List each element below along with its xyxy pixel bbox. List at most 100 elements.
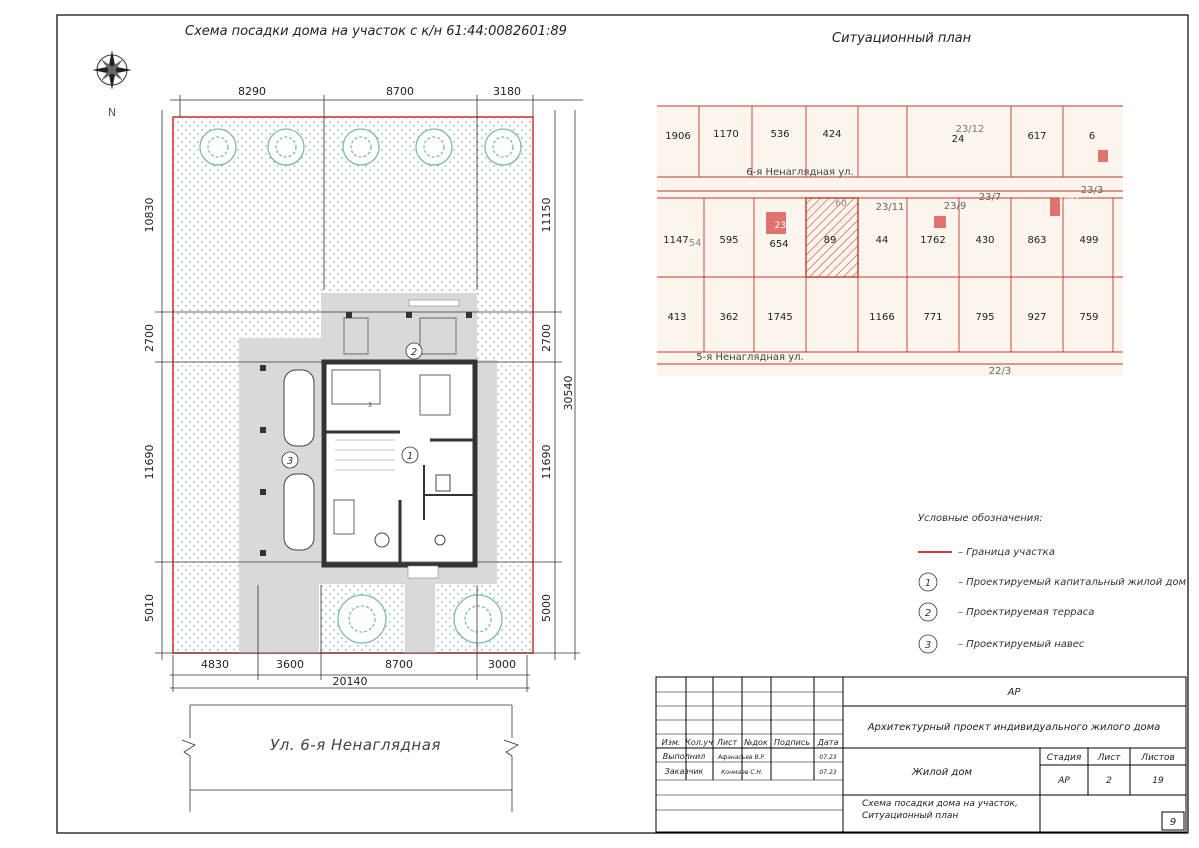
- parcel-label: 1147: [663, 235, 688, 246]
- parcel-code: 23/7: [979, 192, 1001, 203]
- dim-bottom-3: 8700: [385, 658, 413, 671]
- tree-icon: [199, 128, 237, 166]
- parcel-code: 2351: [775, 221, 798, 231]
- legend-text: – Проектируемая терраса: [958, 607, 1094, 618]
- stamp-col-header: Стадия: [1047, 753, 1082, 763]
- parcel-label: 1906: [665, 131, 690, 142]
- parcel-label: 6: [1089, 131, 1095, 142]
- subject-parcel: [805, 197, 859, 278]
- room-label: 5: [368, 402, 372, 409]
- legend-title: Условные обозначения:: [918, 513, 1043, 524]
- stamp-header: №док: [743, 738, 768, 747]
- dim-total-depth: 30540: [562, 376, 575, 411]
- stamp-header: Подпись: [774, 738, 810, 747]
- stamp-stage: АР: [1057, 776, 1070, 786]
- street-label: 6-я Ненаглядная ул.: [746, 167, 853, 178]
- stamp-name: Конмаев С.Н.: [721, 769, 763, 776]
- tree-icon: [453, 594, 503, 644]
- walkway: [405, 584, 435, 653]
- legend-mark: 2: [925, 608, 931, 619]
- parcel-label: 362: [719, 312, 738, 323]
- dim-right-3: 11690: [540, 445, 553, 480]
- dim-left-2: 2700: [143, 324, 156, 352]
- legend-mark: 1: [925, 578, 931, 589]
- parcel-label: 759: [1079, 312, 1098, 323]
- parcel-label: 1762: [920, 235, 945, 246]
- parcel-label: 1745: [767, 312, 792, 323]
- legend-text: – Проектируемый капитальный жилой дом: [958, 577, 1186, 588]
- stamp-sheet: 2: [1106, 776, 1112, 786]
- title-block: [655, 676, 1187, 833]
- legend-mark: 3: [925, 640, 931, 651]
- parcel-label: 654: [769, 239, 788, 250]
- page-number: 9: [1170, 817, 1176, 828]
- zone-mark-house: 1: [407, 451, 413, 462]
- street-label: 5-я Ненаглядная ул.: [696, 352, 803, 363]
- stamp-sheets: 19: [1152, 776, 1164, 786]
- stamp-project: Архитектурный проект индивидуального жил…: [867, 722, 1161, 733]
- stamp-header: Кол.уч: [685, 738, 713, 747]
- parcel-label: 424: [822, 129, 841, 140]
- tree-icon: [342, 128, 380, 166]
- tree-icon: [484, 128, 522, 166]
- parcel-label: 617: [1027, 131, 1046, 142]
- dim-top-2: 8700: [386, 85, 414, 98]
- dim-top-1: 8290: [238, 85, 266, 98]
- parcel-label: 89: [824, 235, 837, 246]
- tree-icon: [415, 128, 453, 166]
- stamp-col-header: Листов: [1140, 753, 1175, 763]
- parcel-code: 54: [689, 238, 702, 249]
- parcel-label: 863: [1027, 235, 1046, 246]
- parcel-label: 430: [975, 235, 994, 246]
- parcel-label: 1166: [869, 312, 894, 323]
- driveway: [239, 584, 319, 653]
- compass-rose-icon: [92, 50, 132, 90]
- parcel-label: 24: [952, 134, 965, 145]
- parcel-label: 413: [667, 312, 686, 323]
- parcel-code: 23/9: [944, 201, 966, 212]
- stamp-object: Жилой дом: [911, 767, 972, 778]
- stamp-role: Выполнил: [663, 752, 706, 761]
- dim-bottom-4: 3000: [488, 658, 516, 671]
- parcel-label: 795: [975, 312, 994, 323]
- dim-left-1: 10830: [143, 198, 156, 233]
- tree-icon: [337, 594, 387, 644]
- situation-map: [657, 105, 1123, 376]
- stamp-header: Лист: [716, 738, 738, 747]
- parcel-label: 927: [1027, 312, 1046, 323]
- parcel-code: 22/3: [989, 366, 1011, 377]
- sheet-frame: [56, 14, 1189, 834]
- stamp-role: Заказчик: [665, 767, 704, 776]
- legend-text: – Проектируемый навес: [958, 639, 1085, 650]
- stamp-code: АР: [1007, 687, 1022, 698]
- parcel-label: 499: [1079, 235, 1098, 246]
- tree-icon: [267, 128, 305, 166]
- legend-text: – Граница участка: [958, 547, 1055, 558]
- stamp-col-header: Лист: [1097, 753, 1122, 763]
- parcel-code: 23/11: [876, 202, 905, 213]
- parcel-label: 771: [923, 312, 942, 323]
- parcel-code: 23/12: [956, 124, 985, 135]
- zone-mark-terrace: 2: [411, 347, 417, 358]
- stamp-header: Изм.: [662, 738, 681, 747]
- compass-n-label: N: [108, 106, 116, 119]
- parcel-code: 60: [835, 199, 847, 209]
- dim-right-4: 5000: [540, 594, 553, 622]
- parcel-label: 1170: [713, 129, 738, 140]
- dim-right-1: 11150: [540, 198, 553, 233]
- car-icon: [283, 369, 315, 447]
- dim-bottom-2: 3600: [276, 658, 304, 671]
- stamp-name: Афанасьев В.Р.: [717, 754, 766, 761]
- dim-total-width: 20140: [333, 675, 368, 688]
- site-scheme-title: Схема посадки дома на участок с к/н 61:4…: [185, 24, 567, 39]
- street-graphic: [181, 704, 519, 812]
- car-icon: [283, 473, 315, 551]
- dim-bottom-1: 4830: [201, 658, 229, 671]
- parcel-code: 1293: [1059, 196, 1079, 205]
- dim-top-3: 3180: [493, 85, 521, 98]
- stamp-date: 07.23: [819, 769, 836, 776]
- dim-left-4: 5010: [143, 594, 156, 622]
- street-name: Ул. 6-я Ненаглядная: [270, 736, 441, 754]
- parcel-label: 536: [770, 129, 789, 140]
